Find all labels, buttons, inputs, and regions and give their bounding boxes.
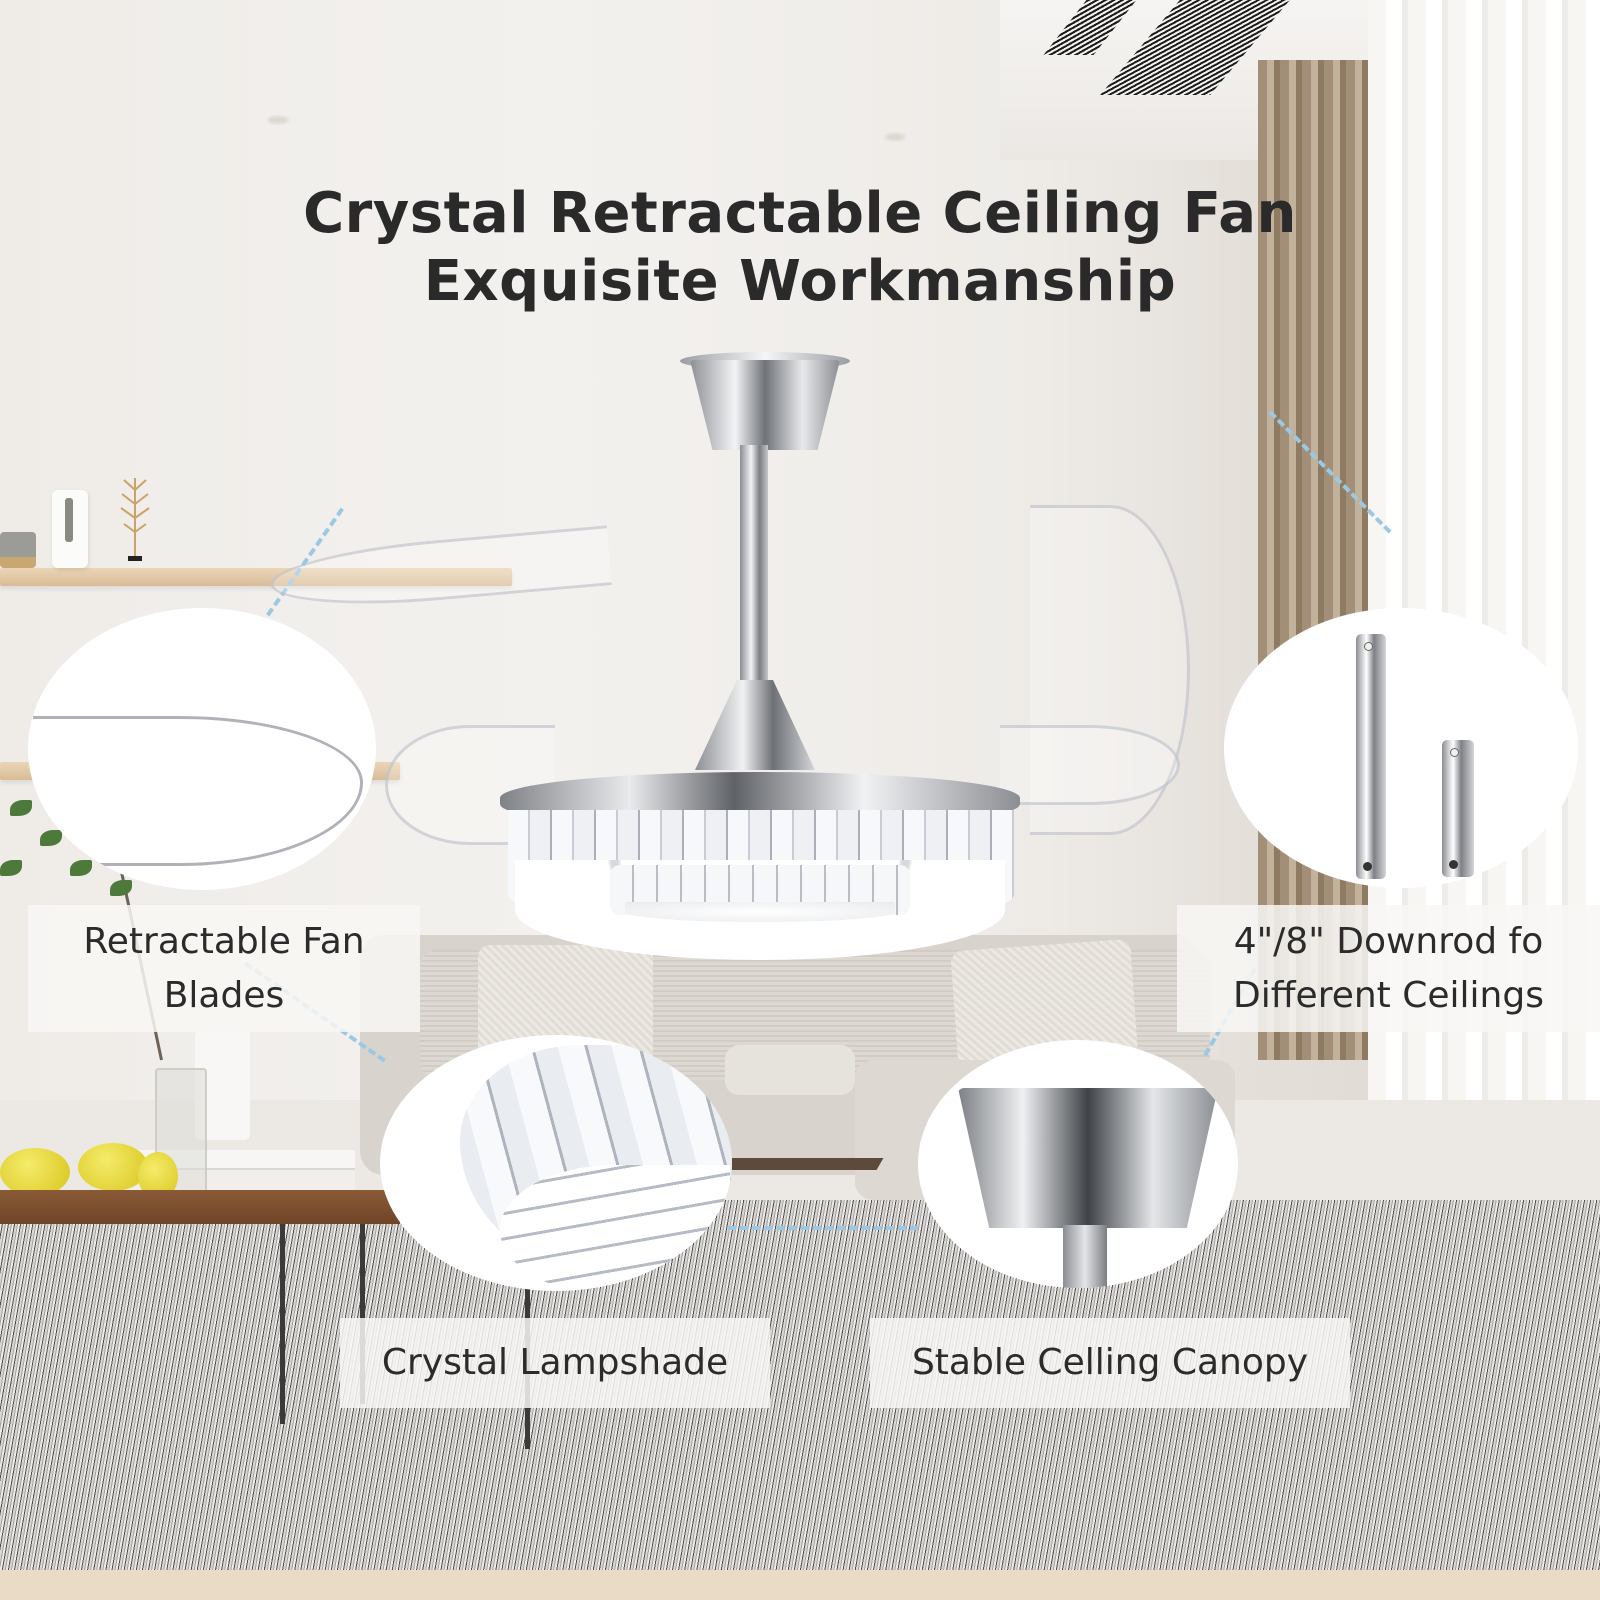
- curtain-drape: [1258, 60, 1368, 1060]
- chrome-canopy-icon: [958, 1088, 1218, 1228]
- recessed-light-icon: [265, 115, 291, 125]
- petal-pattern-icon: [500, 1165, 730, 1291]
- leaf-icon: [110, 880, 132, 896]
- clear-blade-icon: [33, 716, 363, 866]
- wall-shelf-upper: [0, 568, 512, 586]
- dashed-connector: [728, 1226, 918, 1230]
- feature-label-line: Different Ceilings: [1233, 974, 1544, 1016]
- feature-label-line: Crystal Lampshade: [381, 1342, 729, 1383]
- fan-downrod: [740, 445, 768, 690]
- feature-label-lampshade: Crystal Lampshade: [340, 1318, 770, 1408]
- gold-tree-decor-icon: [120, 478, 150, 561]
- feature-label-line: Blades: [163, 974, 285, 1016]
- feature-label-line: 4"/8" Downrod fo: [1233, 920, 1544, 962]
- leaf-icon: [10, 800, 32, 816]
- area-rug: [0, 1200, 1600, 1570]
- fan-blade: [1000, 725, 1180, 805]
- title-line-2: Exquisite Workmanship: [423, 249, 1177, 314]
- leaf-icon: [0, 860, 22, 876]
- lemon-icon: [0, 1148, 70, 1196]
- lemon-icon: [78, 1143, 148, 1191]
- white-vase-decor-icon: [52, 490, 88, 568]
- fan-canopy: [690, 360, 840, 450]
- canopy-rod-icon: [1063, 1225, 1107, 1288]
- feature-label-canopy: Stable Celling Canopy: [870, 1318, 1350, 1408]
- recessed-light-icon: [882, 132, 908, 142]
- feature-label-line: Stable Celling Canopy: [911, 1342, 1309, 1383]
- feature-label-line: Retractable Fan: [83, 920, 365, 962]
- table-leg: [280, 1224, 285, 1424]
- page-title: Crystal Retractable Ceiling Fan Exquisit…: [0, 180, 1600, 316]
- table-leg: [360, 1224, 365, 1404]
- feature-label-blades: Retractable Fan Blades: [28, 905, 420, 1032]
- downrod-4in-icon: [1442, 740, 1474, 877]
- coffee-table-top: [0, 1190, 400, 1224]
- downrod-8in-icon: [1356, 634, 1386, 879]
- ceiling-fan-product: [268, 340, 1200, 960]
- downrod-detail-callout: [1224, 608, 1578, 888]
- sofa-seat: [725, 1045, 855, 1095]
- motor-collar: [695, 680, 815, 770]
- lampshade-detail-callout: [380, 1035, 732, 1291]
- candle-decor-icon: [0, 532, 36, 568]
- title-line-1: Crystal Retractable Ceiling Fan: [303, 181, 1297, 246]
- canopy-detail-callout: [918, 1040, 1238, 1288]
- led-light-disk: [625, 902, 895, 922]
- blade-detail-callout: [28, 608, 376, 890]
- wood-floor: [0, 1570, 1600, 1600]
- feature-label-downrod: 4"/8" Downrod fo Different Ceilings: [1177, 905, 1600, 1032]
